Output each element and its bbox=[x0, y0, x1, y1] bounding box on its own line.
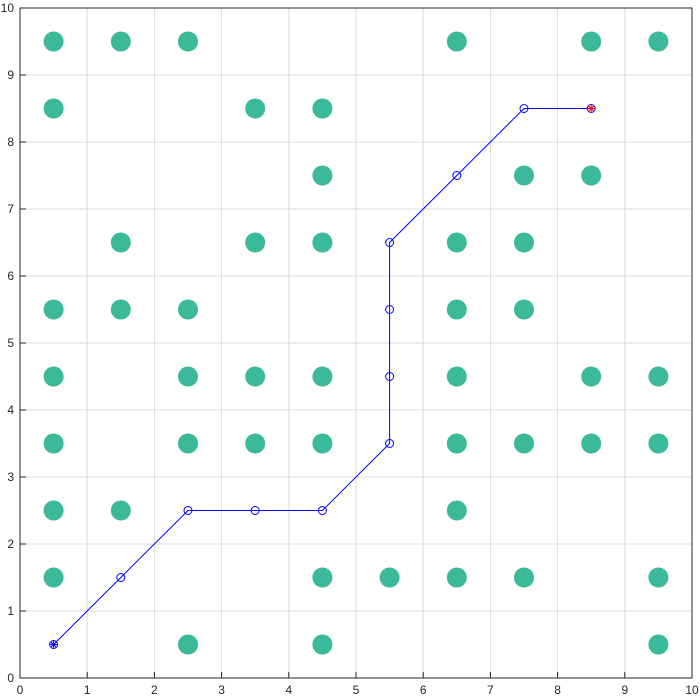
obstacle-point bbox=[43, 567, 64, 588]
obstacle-point bbox=[312, 567, 333, 588]
obstacle-point bbox=[312, 433, 333, 454]
y-tick-label: 1 bbox=[7, 604, 14, 618]
x-tick-label: 2 bbox=[151, 683, 158, 697]
path-point bbox=[385, 238, 395, 247]
obstacle-point bbox=[110, 31, 131, 52]
obstacle-point bbox=[446, 31, 467, 52]
obstacle-point bbox=[648, 366, 669, 387]
obstacle-point bbox=[446, 366, 467, 387]
endpoint-markers bbox=[49, 104, 596, 649]
obstacle-point bbox=[43, 500, 64, 521]
start-marker-stroke bbox=[50, 641, 57, 648]
path-point bbox=[385, 439, 395, 448]
obstacle-point bbox=[43, 366, 64, 387]
path-point bbox=[385, 372, 395, 381]
path-line bbox=[53, 108, 592, 645]
obstacle-point bbox=[312, 366, 333, 387]
obstacle-point bbox=[43, 98, 64, 119]
obstacle-point bbox=[514, 433, 534, 454]
obstacle-point bbox=[178, 31, 198, 52]
x-tick-label: 10 bbox=[685, 683, 699, 697]
obstacle-point bbox=[446, 232, 467, 253]
x-tick-label: 4 bbox=[285, 683, 292, 697]
y-tick-label: 6 bbox=[7, 269, 14, 283]
x-tick-label: 7 bbox=[487, 683, 494, 697]
axes bbox=[19, 7, 693, 679]
goal-marker-stroke bbox=[587, 105, 595, 112]
obstacle-point bbox=[245, 366, 266, 387]
y-tick-label: 5 bbox=[7, 336, 14, 350]
x-tick-label: 1 bbox=[84, 683, 91, 697]
y-tick-label: 4 bbox=[7, 403, 14, 417]
x-tick-label: 3 bbox=[218, 683, 225, 697]
x-tick-label: 0 bbox=[17, 683, 24, 697]
obstacle-point bbox=[581, 31, 602, 52]
obstacle-point bbox=[312, 232, 333, 253]
start-marker bbox=[49, 640, 58, 649]
path-point bbox=[452, 171, 462, 180]
obstacle-point bbox=[581, 366, 602, 387]
obstacle-point bbox=[514, 567, 534, 588]
obstacle-point bbox=[312, 165, 333, 186]
y-tick-label: 0 bbox=[7, 671, 14, 685]
obstacle-point bbox=[648, 433, 669, 454]
path-point bbox=[317, 506, 327, 515]
obstacle-point bbox=[648, 567, 669, 588]
obstacle-point bbox=[581, 433, 602, 454]
obstacle-point bbox=[110, 500, 131, 521]
y-tick-label: 2 bbox=[7, 537, 14, 551]
path-point bbox=[385, 305, 395, 314]
path-point bbox=[116, 573, 126, 582]
obstacle-point bbox=[446, 567, 467, 588]
obstacle-point bbox=[43, 299, 64, 320]
path-point bbox=[250, 506, 260, 515]
y-tick-label: 10 bbox=[1, 1, 15, 15]
obstacle-point bbox=[312, 98, 333, 119]
obstacle-point bbox=[110, 232, 131, 253]
y-tick-label: 9 bbox=[7, 68, 14, 82]
goal-marker bbox=[587, 104, 596, 113]
y-tick-label: 8 bbox=[7, 135, 14, 149]
obstacle-point bbox=[245, 232, 266, 253]
obstacle-point bbox=[581, 165, 602, 186]
obstacle-markers bbox=[43, 31, 669, 655]
x-tick-label: 5 bbox=[353, 683, 360, 697]
obstacle-point bbox=[312, 634, 333, 655]
obstacle-point bbox=[446, 433, 467, 454]
path-point bbox=[183, 506, 193, 515]
obstacle-point bbox=[245, 98, 266, 119]
x-tick-label: 6 bbox=[420, 683, 427, 697]
obstacle-point bbox=[379, 567, 400, 588]
obstacle-point bbox=[178, 433, 198, 454]
x-tick-label: 8 bbox=[554, 683, 561, 697]
obstacle-point bbox=[648, 31, 669, 52]
obstacle-point bbox=[43, 433, 64, 454]
obstacle-point bbox=[178, 634, 198, 655]
obstacle-point bbox=[178, 299, 198, 320]
y-tick-label: 3 bbox=[7, 470, 14, 484]
obstacle-point bbox=[446, 500, 467, 521]
obstacle-point bbox=[43, 31, 64, 52]
y-tick-label: 7 bbox=[7, 202, 14, 216]
obstacle-point bbox=[514, 232, 534, 253]
obstacle-point bbox=[648, 634, 669, 655]
obstacle-point bbox=[245, 433, 266, 454]
x-tick-label: 9 bbox=[621, 683, 628, 697]
obstacle-point bbox=[110, 299, 131, 320]
obstacle-point bbox=[178, 366, 198, 387]
obstacle-point bbox=[514, 165, 534, 186]
obstacle-point bbox=[514, 299, 534, 320]
obstacle-point bbox=[446, 299, 467, 320]
path-point bbox=[519, 104, 529, 113]
